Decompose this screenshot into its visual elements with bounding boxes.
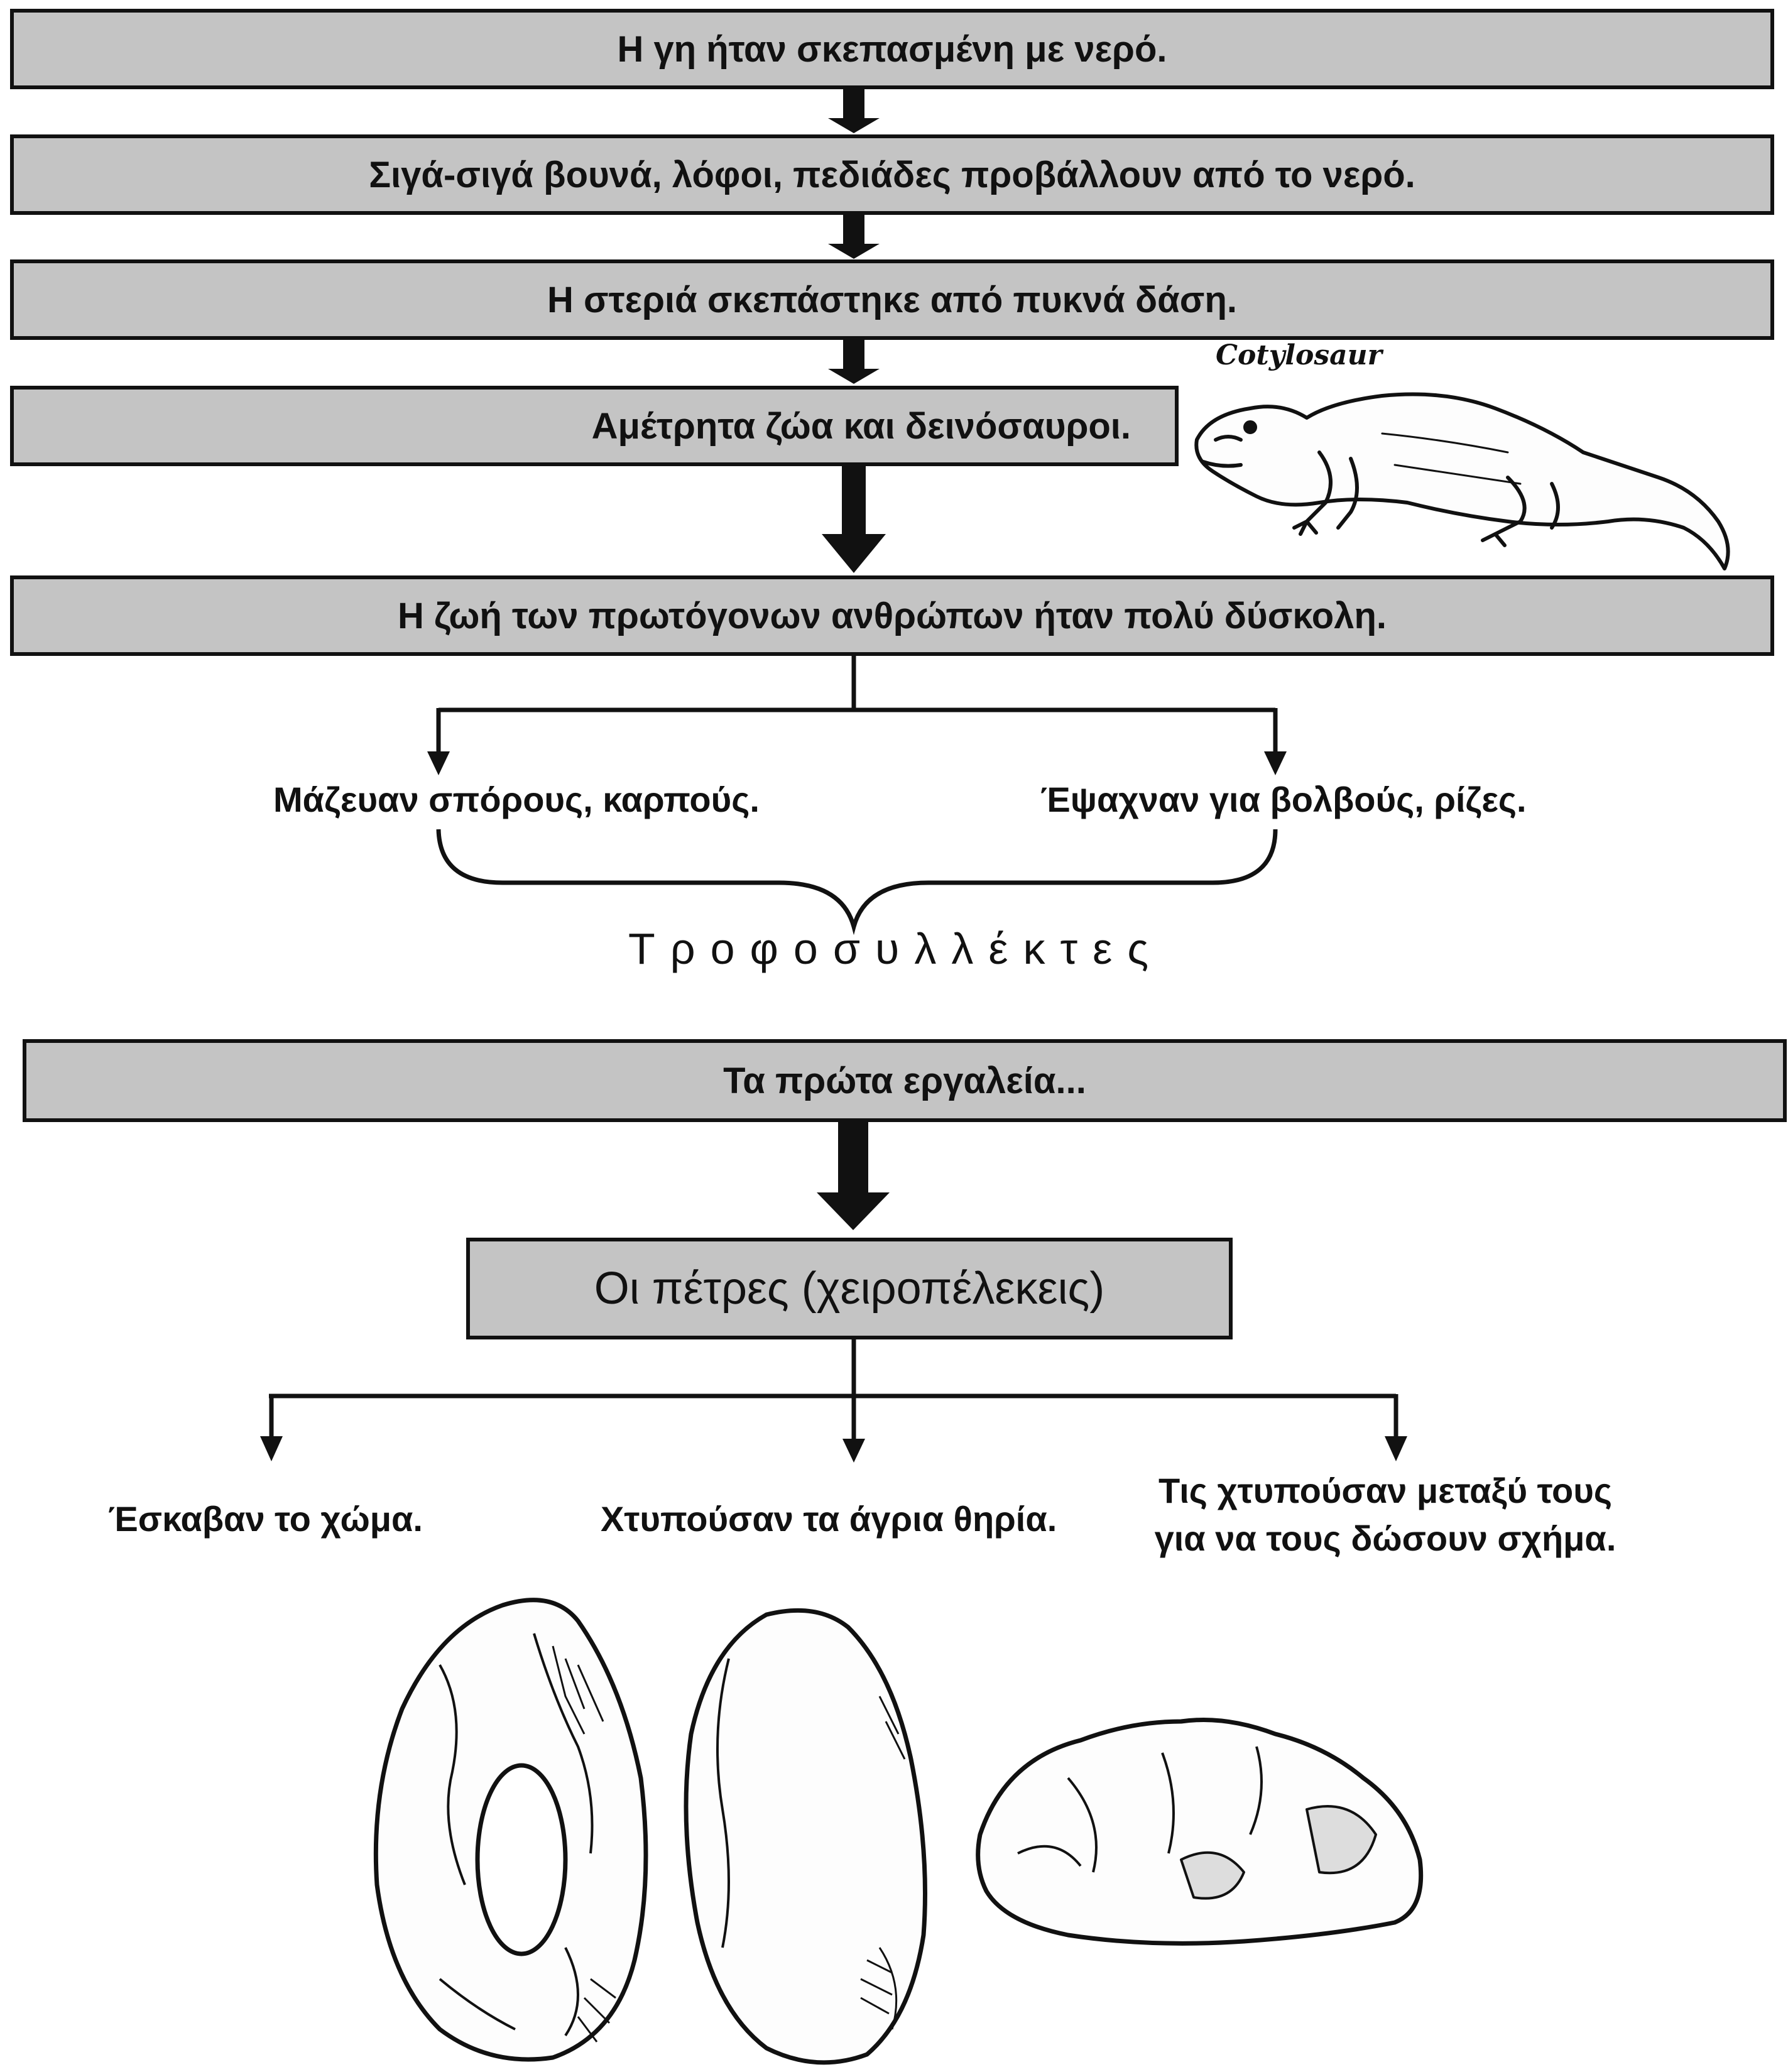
arrow-right-gather	[1264, 751, 1287, 775]
arrow-4-5	[822, 464, 886, 573]
gather-seeds-text: Μάζευαν σπόρους, καρπούς.	[273, 780, 760, 819]
arrow-1-2	[828, 87, 880, 133]
dinosaur-caption: Cotylosaur	[1216, 339, 1382, 371]
branch-gatherers	[436, 656, 1278, 754]
step-box-4: Αμέτρητα ζώα και δεινόσαυροι.	[10, 386, 1179, 466]
tools-title-box: Τα πρώτα εργαλεία...	[23, 1039, 1787, 1122]
step-box-2: Σιγά-σιγά βουνά, λόφοι, πεδιάδες προβάλλ…	[10, 134, 1774, 215]
step-box-5: Η ζωή των πρωτόγονων ανθρώπων ήταν πολύ …	[10, 575, 1774, 656]
arrow-3-4	[828, 337, 880, 384]
step-box-1: Η γη ήταν σκεπασμένη με νερό.	[10, 9, 1774, 89]
branch-uses	[269, 1339, 1398, 1442]
cotylosaur-drawing	[1194, 392, 1730, 570]
gatherers-label: Τροφοσυλλέκτες	[628, 924, 1164, 973]
hand-axe-drawings	[373, 1598, 1424, 2065]
arrow-use-shape	[1385, 1436, 1407, 1461]
arrow-use-dig	[260, 1436, 283, 1461]
step-text-1: Η γη ήταν σκεπασμένη με νερό.	[617, 28, 1167, 70]
arrow-left-gather	[427, 751, 450, 775]
arrow-2-3	[828, 212, 880, 259]
gather-roots-text: Έψαχναν για βολβούς, ρίζες.	[1040, 780, 1527, 819]
use-shape-line-2: για να τους δώσουν σχήμα.	[1154, 1518, 1616, 1558]
tools-title-text: Τα πρώτα εργαλεία...	[723, 1060, 1086, 1101]
use-dig-text: Έσκαβαν το χώμα.	[108, 1499, 423, 1539]
step-text-4: Αμέτρητα ζώα και δεινόσαυροι.	[591, 405, 1131, 447]
hand-axe-2	[684, 1608, 927, 2065]
use-shape-text: Τις χτυπούσαν μεταξύ τους για να τους δώ…	[1143, 1467, 1627, 1562]
gatherers-brace	[436, 829, 1278, 935]
step-text-3: Η στεριά σκεπάστηκε από πυκνά δάση.	[547, 279, 1237, 320]
hand-axe-3	[976, 1718, 1424, 1946]
step-text-2: Σιγά-σιγά βουνά, λόφοι, πεδιάδες προβάλλ…	[369, 154, 1415, 195]
hand-axe-1	[373, 1598, 648, 2062]
step-text-5: Η ζωή των πρωτόγονων ανθρώπων ήταν πολύ …	[397, 595, 1387, 636]
stones-box: Οι πέτρες (χειροπέλεκεις)	[466, 1238, 1233, 1339]
arrow-use-hunt	[842, 1439, 865, 1463]
step-box-3: Η στεριά σκεπάστηκε από πυκνά δάση.	[10, 259, 1774, 340]
stones-text: Οι πέτρες (χειροπέλεκεις)	[594, 1263, 1105, 1314]
use-shape-line-1: Τις χτυπούσαν μεταξύ τους	[1158, 1471, 1612, 1510]
arrow-tools	[817, 1122, 890, 1230]
use-hunt-text: Χτυπούσαν τα άγρια θηρία.	[601, 1499, 1057, 1539]
